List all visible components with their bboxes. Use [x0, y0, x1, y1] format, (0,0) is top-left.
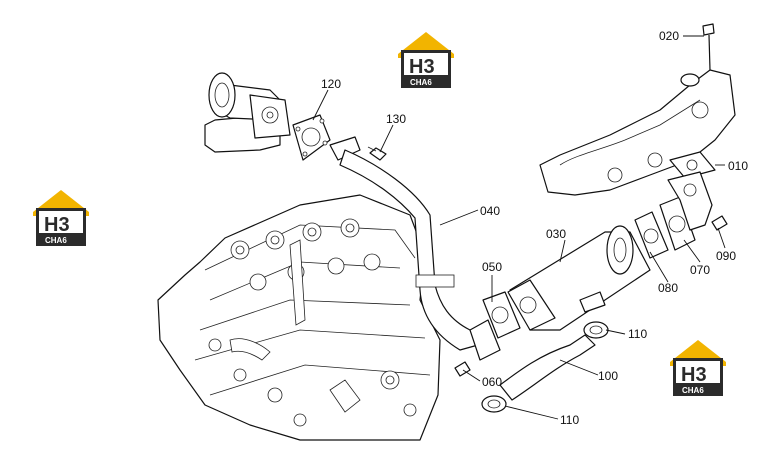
- gasket-120: [292, 114, 331, 161]
- outlet-elbow: [667, 171, 713, 231]
- callout-110-lower: 110: [560, 413, 579, 427]
- svg-text:CHA6: CHA6: [410, 78, 432, 87]
- egr-cooler-030: [507, 225, 651, 331]
- callout-120: 120: [321, 77, 341, 91]
- clamp-110-upper: [583, 321, 609, 339]
- callout-070: 070: [690, 263, 710, 277]
- bracket-housing: [204, 72, 291, 153]
- flange-070: [659, 196, 696, 251]
- bolt-020: [702, 23, 715, 71]
- watermark-logo: H3 CHA6: [398, 32, 454, 88]
- gasket-050: [482, 291, 521, 339]
- callout-050: 050: [482, 260, 502, 274]
- callout-100: 100: [598, 369, 618, 383]
- callout-030: 030: [546, 227, 566, 241]
- svg-text:H3: H3: [409, 56, 435, 78]
- svg-text:H3: H3: [681, 364, 707, 386]
- callout-040: 040: [480, 204, 500, 218]
- callout-labels: 020 010 120 130 040 030 050 080 070 090 …: [321, 29, 748, 427]
- callout-090: 090: [716, 249, 736, 263]
- gasket-080: [634, 211, 669, 259]
- callout-110-upper: 110: [628, 327, 647, 341]
- callout-020: 020: [659, 29, 679, 43]
- leader-lines: [312, 35, 726, 420]
- callout-010: 010: [728, 159, 748, 173]
- callout-130: 130: [386, 112, 406, 126]
- hose-100: [499, 334, 596, 401]
- engine-block: [157, 194, 441, 441]
- svg-text:CHA6: CHA6: [682, 386, 704, 395]
- svg-text:H3: H3: [44, 214, 70, 236]
- pipe-040: [329, 136, 501, 361]
- bolt-130: [367, 146, 387, 161]
- watermark-logo: H3 CHA6: [33, 190, 89, 246]
- bolt-090: [711, 215, 728, 231]
- watermark-logo: H3 CHA6: [670, 340, 726, 396]
- gasket-010: [669, 151, 716, 179]
- callout-080: 080: [658, 281, 678, 295]
- bolt-060: [454, 361, 471, 377]
- clamp-110-lower: [481, 395, 507, 413]
- exhaust-manifold: [539, 69, 736, 196]
- callout-060: 060: [482, 375, 502, 389]
- svg-text:CHA6: CHA6: [45, 236, 67, 245]
